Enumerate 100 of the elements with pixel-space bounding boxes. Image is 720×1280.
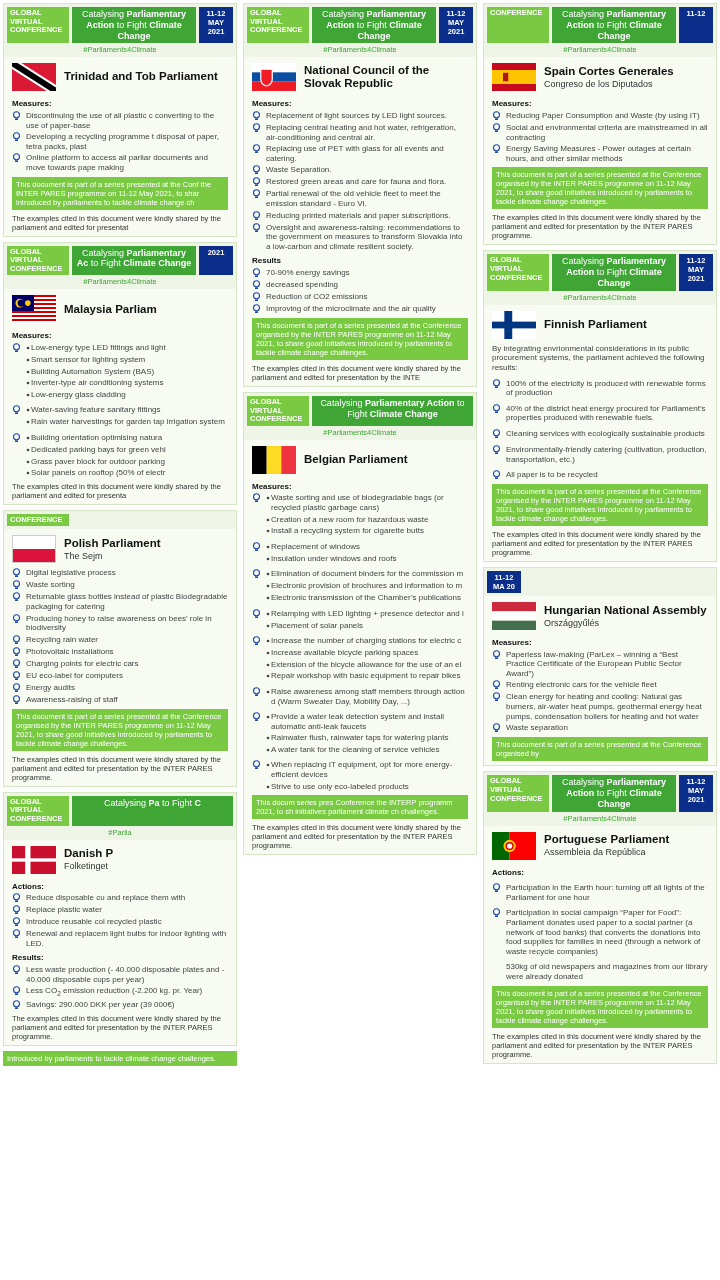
- poster-card: [483, 567, 717, 767]
- section-heading: Measures:: [12, 331, 52, 341]
- measure-text: Placement of solar panels: [271, 620, 364, 631]
- poster-title: Belgian Parliament: [304, 452, 408, 467]
- measure-text: Charging points for electric cars: [26, 658, 139, 669]
- measure-text: Paperless law-making (ParLex – winning a “Best Practice Certificate of the European Public Sector Award”): [506, 649, 683, 679]
- measure-text: Improving of the microclimate and the air quality: [266, 303, 436, 314]
- measure-text: Elimination of document binders for the commission m: [271, 569, 464, 579]
- measure-text: Oversight and awareness-raising: recommendations to the government on measures to transform Slovakia into a low-carbon and climate resilient society.: [266, 222, 464, 252]
- measure-text: Participation in social campaign “Paper for Food”: Parliament donates used paper to a social partner (a network of food banks) that converts the donations into food supplies for families in need (through a network of waste recycle companies): [506, 908, 702, 957]
- banner-title: Catalysing Parliamentary Ac to Fight Climate Change: [72, 245, 196, 276]
- section-heading: Results:: [12, 953, 44, 963]
- poster-title: National Council of the Slovak Republic: [304, 63, 431, 92]
- measure-text: Building Automation System (BAS): [31, 366, 155, 377]
- measure-text: Photovoltaic installations: [26, 646, 114, 657]
- measure-text: Dedicated parking bays for green vehi: [31, 445, 166, 455]
- poster-card: [243, 391, 477, 856]
- intro-text: By integrating envrionmental considerations in its public procurement systems, the parliament achieved the following results:: [492, 343, 706, 373]
- measure-text: Increase available bicycle parking spaces: [271, 648, 419, 658]
- section-heading: Measures:: [492, 99, 532, 109]
- measure-text: Provide a water leak detection system and install automatic anti-leak faucets: [271, 712, 445, 732]
- banner-title: Catalysing Parliamentary Action to Fight Climate Change: [552, 775, 676, 812]
- poster-subtitle: Folketinget: [64, 861, 110, 872]
- measure-text: Replace plastic water: [26, 905, 103, 915]
- section-heading: Measures:: [492, 638, 532, 648]
- poster-title: Danish P: [64, 847, 114, 862]
- measure-text: decreased spending: [266, 279, 339, 290]
- measure-text: Reduction of CO2 emissions: [266, 291, 368, 302]
- measure-text: Producing honey to raise awareness on bees’ role in biodiversity: [26, 613, 213, 633]
- measure-text: Rain water harvestings for garden tap irrigation system: [31, 417, 225, 427]
- measure-text: Waste separation: [506, 723, 568, 733]
- measure-text: Repair workshop with basic equipment to repair bikes: [271, 671, 461, 681]
- conference-banner: [4, 792, 236, 840]
- measure-text: Low-energy glass cladding: [31, 389, 126, 400]
- conference-banner: [484, 568, 716, 597]
- poster-card: [483, 771, 717, 1064]
- poster-title: Finnish Parliament: [544, 317, 647, 332]
- measure-text: Low-energy type LED fittings and light: [31, 343, 166, 353]
- section-heading: Results: [252, 256, 281, 266]
- measure-text: Relamping with LED lighting + presence detector and l: [271, 608, 464, 619]
- conference-banner: [4, 242, 236, 290]
- poster-card: [243, 3, 477, 387]
- measure-text: Grass paver block for outdoor parking: [31, 456, 165, 467]
- measure-text: Environmentally-friendly catering (cultivation, production, transportation, etc.): [506, 444, 708, 465]
- measure-text: Less CO$_{2}$ emission reduction (-2.200 kg. pr. Year): [26, 986, 203, 998]
- poster-title: Hungarian National Assembly: [544, 603, 707, 618]
- measure-text: Discontinuing the use of all plastic c converting to the use of paper-base: [26, 111, 216, 131]
- banner-title: Catalysing Parliamentary Action to Fight Climate Change: [552, 254, 676, 291]
- poster-title: Trinidad and Tob Parliament: [64, 70, 218, 85]
- measure-text: Renewal and replacem light bulbs for indoor lighting with LED.: [26, 929, 228, 949]
- measure-text: Energy audits: [26, 682, 75, 693]
- banner-title: Catalysing Parliamentary Action to Fight Climate Change: [72, 7, 196, 44]
- section-heading: Measures:: [252, 99, 292, 109]
- measure-text: Strive to use only eco-labeled products: [271, 781, 409, 792]
- measure-text: Partial renewal of the old vehicle fleet to meet the emission standard - Euro VI.: [266, 189, 442, 209]
- measure-text: Recycling rain water: [26, 634, 99, 645]
- measure-text: 530kg of old newspapers and magazines from our library were already donated: [506, 962, 708, 982]
- info-box: [12, 176, 228, 210]
- poster-subtitle: Congreso de los Diputados: [544, 78, 654, 90]
- conference-banner: [244, 392, 476, 440]
- poster-card: [3, 509, 237, 787]
- measure-text: Electronic transmission of the Chamber’s publications: [271, 592, 461, 603]
- measure-text: Clean energy for heating and cooling: Natural gas burners, air-water heat pumps, geothermal energy heat pumps, condensation boilers for heating and hot water: [506, 692, 703, 722]
- banner-title: Catalysing Parliamentary Action to Fight Climate Change: [312, 7, 436, 44]
- measure-text: 100% of the electricity is produced with renewable forms of production: [506, 378, 707, 398]
- measure-text: Developing a recycling programme t disposal of paper, tetra packs, plast: [26, 132, 220, 152]
- measure-text: Digital legislative process: [26, 568, 116, 578]
- section-heading: Measures:: [252, 481, 292, 492]
- measure-text: Online platform to access all parliar documents and move towards pape making: [26, 153, 209, 173]
- measure-text: Smart sensor for lighting system: [31, 355, 146, 365]
- conference-banner: [484, 772, 716, 826]
- section-heading: Actions:: [12, 881, 44, 892]
- measure-text: Cleaning services with ecologically sustainable products: [506, 428, 705, 439]
- measure-text: Renting electronic cars for the vehicle fleet: [506, 680, 657, 691]
- poster-title: Portuguese Parliament: [544, 833, 670, 848]
- measure-text: Building orientation optimising natura: [31, 433, 163, 443]
- measure-text: Increase the number of charging stations for electric c: [271, 636, 462, 646]
- conference-banner: [4, 510, 236, 530]
- measure-text: Social and environmental criteria are mainstreamed in all contracting: [506, 123, 708, 143]
- measure-text: When replacing IT equipment, opt for more energy-efficient devices: [271, 760, 454, 780]
- poster-subtitle: The Sejm: [64, 550, 104, 562]
- banner-title: Catalysing Parliamentary Action to Fight Climate Change: [552, 7, 676, 44]
- banner-title: Catalysing Pa to Fight C: [72, 795, 233, 826]
- poster-subtitle: Országgyűlés: [544, 617, 601, 629]
- measure-text: Awareness-raising of staff: [26, 694, 118, 705]
- poster-card: [483, 3, 717, 246]
- measure-text: Waste sorting: [26, 580, 75, 590]
- measure-text: Electronic provision of brochures and information to m: [271, 581, 463, 591]
- poster-title: Malaysia Parliam: [64, 302, 157, 317]
- measure-text: Introduce reusable col recycled plastic: [26, 917, 162, 927]
- info-box: [492, 737, 708, 762]
- section-heading: Actions:: [492, 867, 524, 878]
- poster-title: Spain Cortes Generales: [544, 65, 674, 79]
- info-box: [252, 795, 468, 820]
- measure-text: Waste Separation.: [266, 165, 332, 175]
- measure-text: Replacing use of PET with glass for all events and catering.: [266, 144, 445, 164]
- measure-text: Inverter-type air conditioning systems: [31, 378, 164, 388]
- measure-text: Reduce disposable cu and replace them with: [26, 893, 186, 903]
- measure-text: Raise awareness among staff members through action d (Warm Sweater Day, Mobility Day, ...): [271, 686, 466, 707]
- section-heading: Measures:: [12, 99, 52, 109]
